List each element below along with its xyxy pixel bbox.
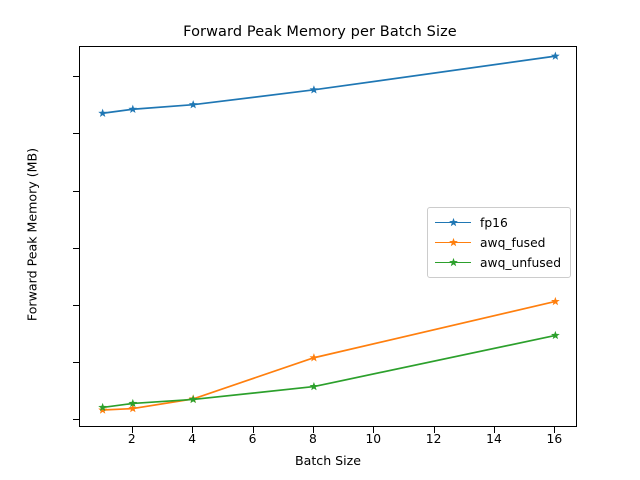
y-tick-mark [73,133,79,135]
x-tick-mark [433,427,435,433]
x-tick-label: 16 [546,432,563,446]
legend-label: fp16 [480,216,508,230]
data-point-marker [550,296,560,306]
data-point-marker [128,104,138,113]
x-tick-label: 8 [308,432,317,446]
data-point-marker [550,51,560,60]
data-point-marker [449,257,458,267]
x-tick-mark [312,427,314,433]
legend-item-awq_fused[interactable]: awq_fused [428,233,570,253]
data-point-marker [188,100,198,109]
chart-title: Forward Peak Memory per Batch Size [183,24,457,40]
x-tick-mark [192,427,194,433]
x-tick-label: 2 [127,432,136,446]
x-tick-label: 6 [248,432,257,446]
legend-label: awq_unfused [480,256,562,270]
data-point-marker [128,398,138,408]
data-point-marker [98,108,108,117]
series-canvas [98,51,560,414]
data-point-marker [309,381,319,391]
data-point-marker [449,217,458,227]
x-tick-mark [554,427,556,433]
y-tick-mark [73,190,79,192]
y-axis-label: Forward Peak Memory (MB) [24,147,40,322]
series-awq_fused [98,296,560,414]
legend-star-icon [449,217,458,227]
x-tick-label: 10 [365,432,382,446]
y-tick-mark [73,361,79,363]
legend-swatch [435,236,471,250]
x-tick-mark [131,427,133,433]
series-line [102,55,556,115]
legend-label: awq_fused [480,236,546,250]
legend-star-icon [449,237,458,247]
y-tick-mark [73,76,79,78]
x-tick-mark [373,427,375,433]
data-point-marker [550,330,560,340]
series-line [102,300,556,411]
y-tick-mark [73,419,79,420]
x-axis-label: Batch Size [294,453,362,468]
series-fp16 [98,51,560,117]
series-awq_unfused [98,330,560,412]
data-point-marker [309,353,319,362]
x-tick-label: 4 [188,432,197,446]
x-tick-mark [252,427,254,433]
x-tick-label: 12 [425,432,442,446]
legend-item-awq_unfused[interactable]: awq_unfused [428,253,570,273]
legend-star-icon [449,257,458,267]
x-tick-label: 14 [486,432,502,446]
y-tick-mark [73,247,79,249]
y-tick-mark [73,304,79,306]
series-line [102,334,556,409]
data-point-marker [309,85,319,94]
legend-swatch [435,256,471,270]
data-point-marker [98,405,108,414]
data-point-marker [98,402,108,412]
chart-legend: fp16 awq_fused awq_unfused [427,207,571,278]
x-tick-mark [494,427,495,433]
data-point-marker [128,403,138,413]
legend-swatch [435,216,471,230]
legend-item-fp16[interactable]: fp16 [428,213,570,233]
data-point-marker [188,394,198,404]
data-point-marker [449,237,458,247]
